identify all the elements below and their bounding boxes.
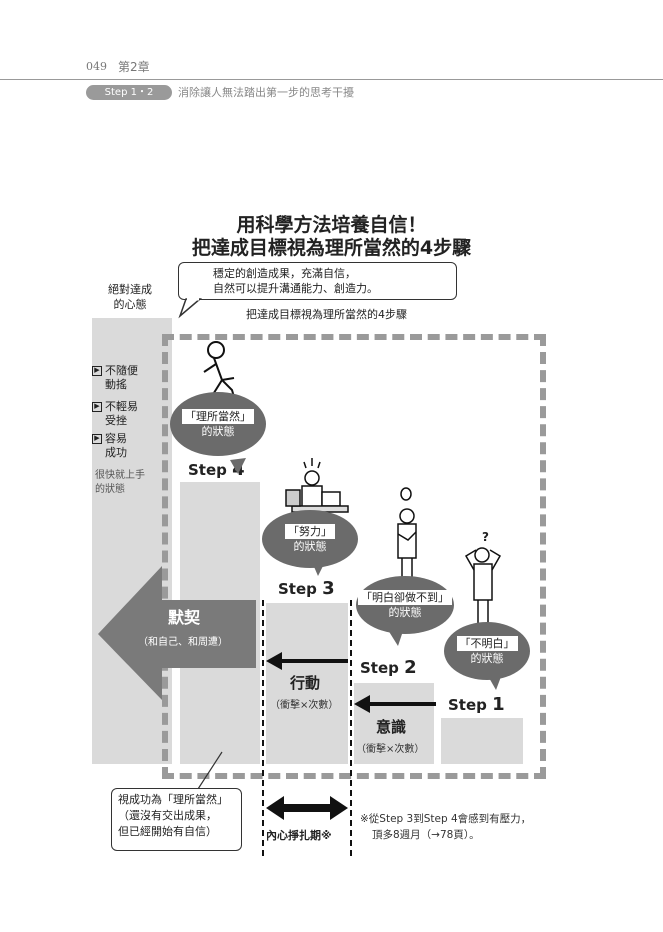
awareness-arrow-head [354,695,370,713]
question-mark-icon: ? [482,530,489,544]
header-rule [0,79,663,80]
four-steps-frame [162,334,546,779]
chapter-label: 第2章 [118,60,150,74]
working-person-icon [285,458,349,513]
step2-bubble: 「明白卻做不到」 的狀態 [356,576,454,634]
struggle-period-label: 內心掙扎期※ [266,829,332,842]
step3-bar [266,603,348,764]
action-label: 行動 [290,674,321,692]
success-callout: 視成功為「理所當然」 （還沒有交出成果， 但已經開始有自信） [111,788,242,851]
confidence-heading: 絕對達成 的心態 [108,283,152,311]
checkbox-icon: ▶ [92,402,102,412]
check-item: ▶不隨便動搖 [92,364,138,392]
action-arrow-head [266,652,282,670]
footnote: ※從Step 3到Step 4會感到有壓力， 頂多8週月（→78頁）。 [360,813,532,841]
rapport-sublabel: （和自己、和周遭） [138,637,228,648]
checkbox-icon: ▶ [92,434,102,444]
check-item: ▶容易成功 [92,432,127,460]
rapport-arrow [98,566,256,700]
step1-bar [441,718,523,764]
quote-callout: 穩定的創造成果，充滿自信， 自然可以提升溝通能力、創造力。 [178,262,457,300]
step1-label: Step 1 [448,694,505,715]
page-number: 049 [86,60,107,73]
diagram-title-line2: 把達成目標視為理所當然的4步驟 [191,237,472,259]
action-sublabel: （衝擊×次數） [270,700,339,711]
callout-pointer [197,751,223,790]
step4-bubble: 「理所當然」 的狀態 [170,392,266,456]
check-item: ▶不輕易受挫 [92,400,138,428]
checkbox-icon: ▶ [92,366,102,376]
awareness-label: 意識 [376,718,407,736]
diagram-title-line1: 用科學方法培養自信！ [236,214,427,236]
idea-person-icon [397,487,417,582]
awareness-sublabel: （衝擊×次數） [356,744,425,755]
step2-label: Step 2 [360,657,417,678]
confused-person-icon [464,547,502,624]
frame-label: 把達成目標視為理所當然的4步驟 [246,308,407,321]
step-tag: Step 1・2 [86,85,172,100]
section-subtitle: 消除讓人無法踏出第一步的思考干擾 [178,86,354,99]
step1-bubble: 「不明白」 的狀態 [444,622,530,680]
step3-label: Step 3 [278,578,335,599]
step3-bubble: 「努力」 的狀態 [262,510,358,568]
rapport-label: 默契 [168,608,201,627]
easy-state-note: 很快就上手 的狀態 [95,470,145,495]
bubble-tail [230,458,246,474]
quote-tail [178,298,203,319]
